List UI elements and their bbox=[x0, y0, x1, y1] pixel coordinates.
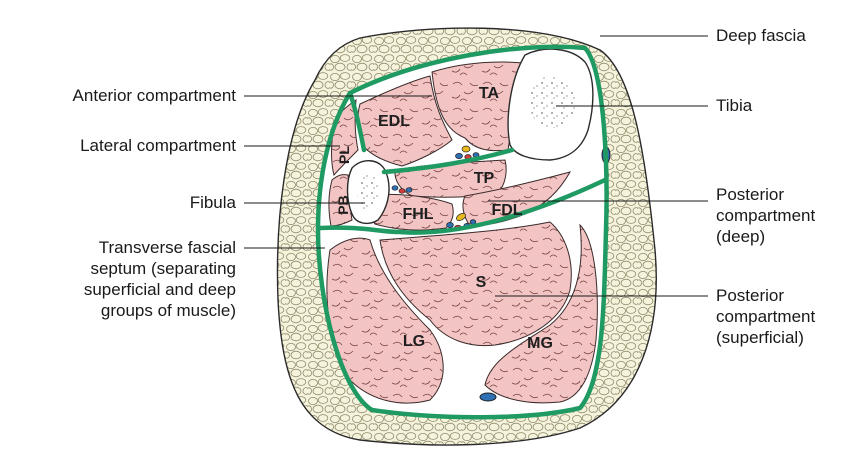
pl-label: PL bbox=[336, 146, 352, 164]
label-posterior-superficial: Posterior compartment (superficial) bbox=[716, 285, 866, 348]
label-tibia: Tibia bbox=[716, 95, 752, 116]
s-label: S bbox=[476, 274, 487, 291]
pb-label: PB bbox=[335, 195, 351, 214]
mg-label: MG bbox=[527, 335, 553, 352]
label-anterior-compartment: Anterior compartment bbox=[73, 85, 236, 106]
tibia-marrow bbox=[530, 76, 577, 128]
lg-label: LG bbox=[403, 333, 425, 350]
label-posterior-superficial-line-1: Posterior bbox=[716, 285, 866, 306]
label-deep-fascia: Deep fascia bbox=[716, 25, 806, 46]
label-transverse-septum: Transverse fascial septum (separating su… bbox=[6, 237, 236, 321]
tp-label: TP bbox=[474, 170, 495, 187]
edl-label: EDL bbox=[378, 113, 410, 130]
label-posterior-deep-line-3: (deep) bbox=[716, 226, 866, 247]
small-saphenous-vein bbox=[480, 393, 496, 401]
label-transverse-septum-line-4: groups of muscle) bbox=[6, 300, 236, 321]
label-posterior-deep: Posterior compartment (deep) bbox=[716, 184, 866, 247]
label-posterior-superficial-line-3: (superficial) bbox=[716, 327, 866, 348]
label-posterior-deep-line-1: Posterior bbox=[716, 184, 866, 205]
label-transverse-septum-line-3: superficial and deep bbox=[6, 279, 236, 300]
label-posterior-superficial-line-2: compartment bbox=[716, 306, 866, 327]
label-transverse-septum-line-2: septum (separating bbox=[6, 258, 236, 279]
label-lateral-compartment: Lateral compartment bbox=[80, 135, 236, 156]
label-transverse-septum-line-1: Transverse fascial bbox=[6, 237, 236, 258]
label-fibula: Fibula bbox=[190, 192, 236, 213]
ta-label: TA bbox=[479, 85, 500, 102]
fdl-label: FDL bbox=[491, 202, 522, 219]
fhl-label: FHL bbox=[402, 206, 433, 223]
label-posterior-deep-line-2: compartment bbox=[716, 205, 866, 226]
